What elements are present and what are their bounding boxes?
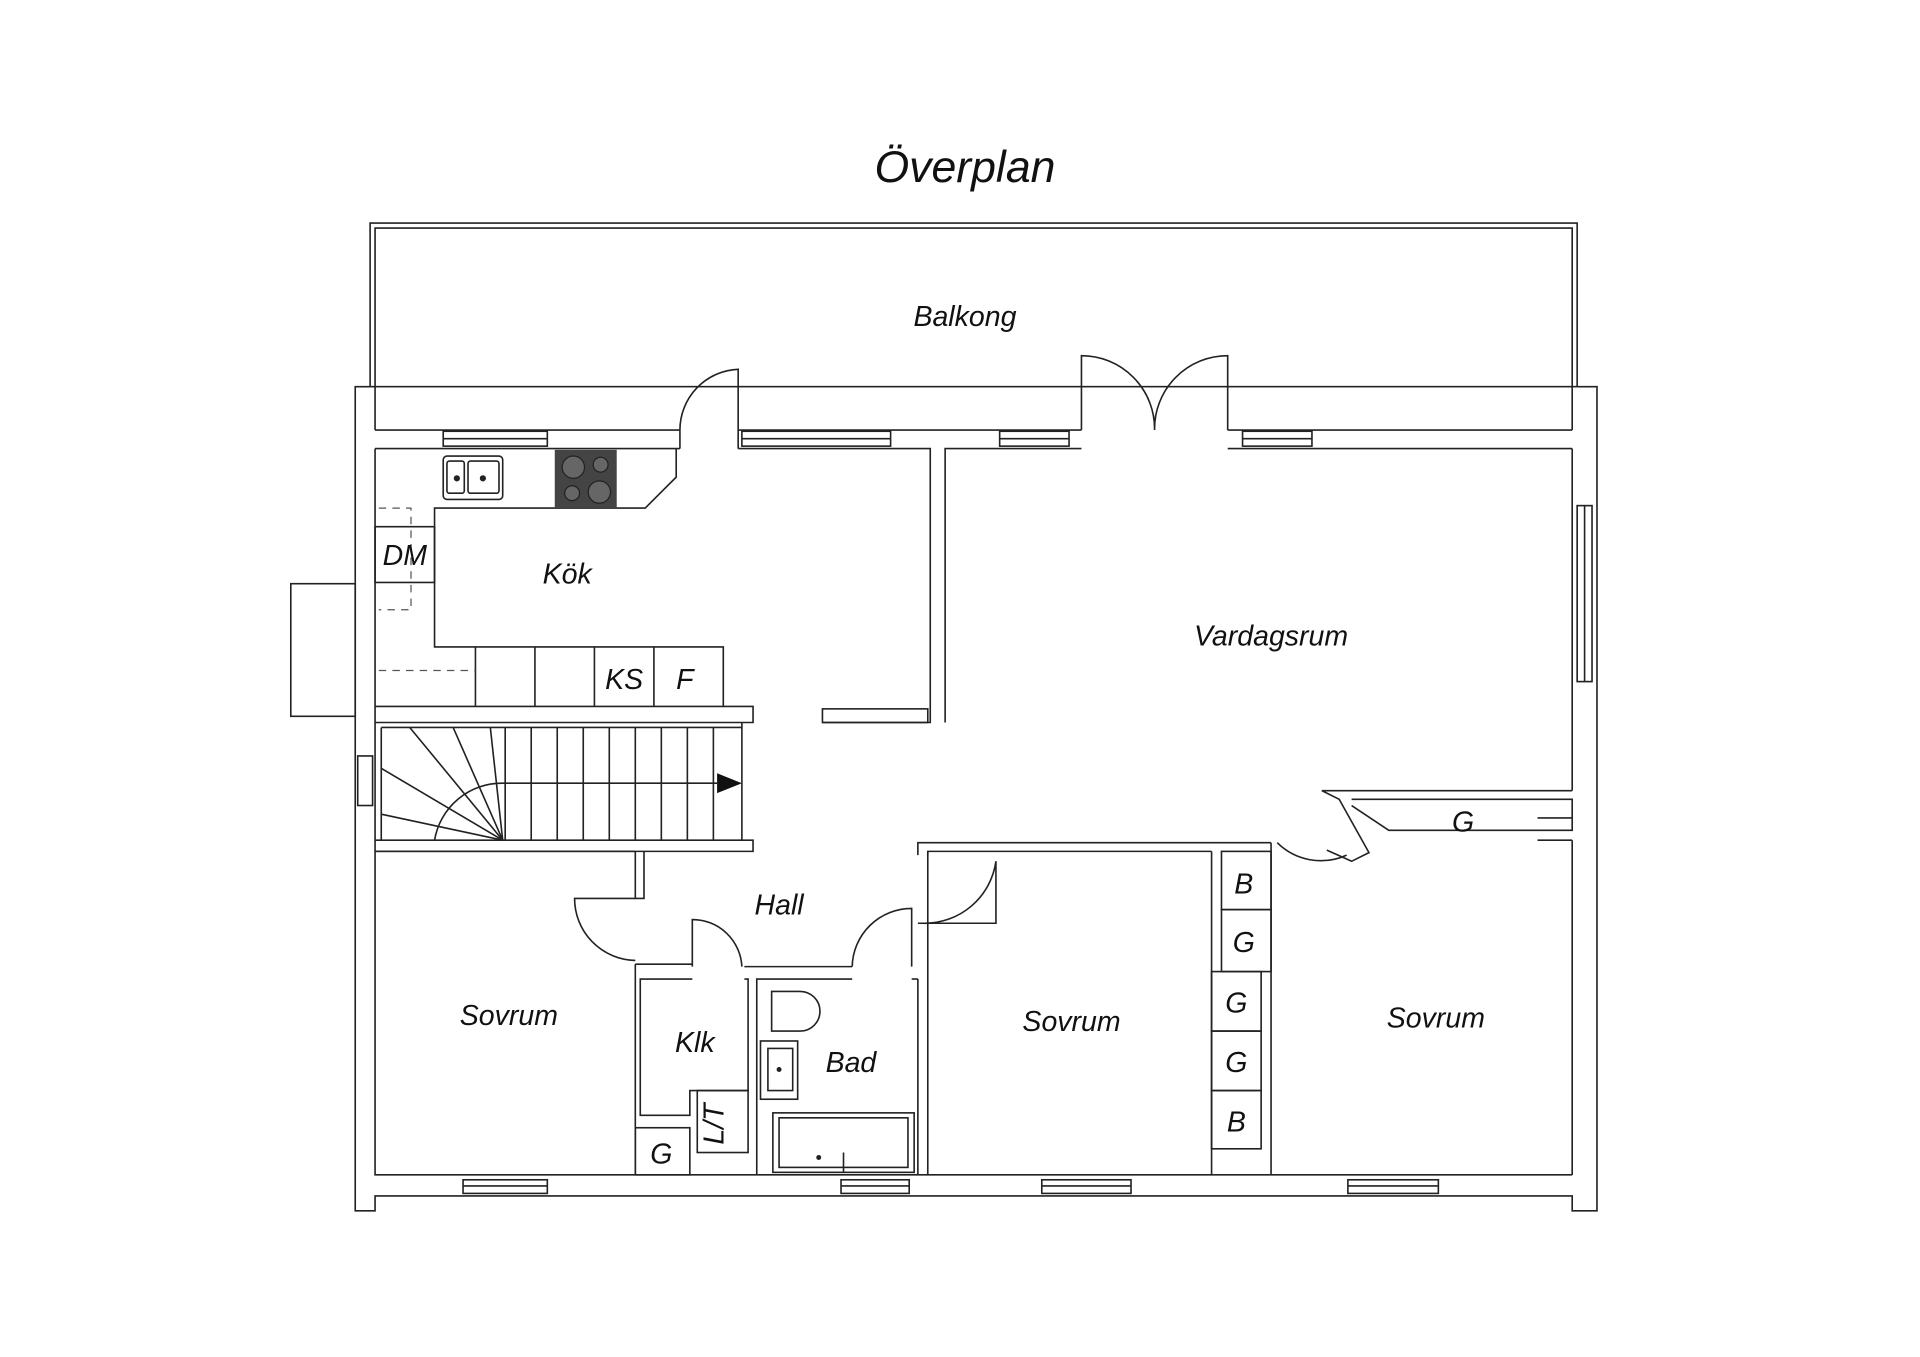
- bedroom-middle: Sovrum: [926, 851, 1213, 1175]
- toilet-icon: [770, 990, 821, 1032]
- closets: B G G G B: [1210, 850, 1272, 1150]
- dishwasher-label: DM: [383, 540, 428, 572]
- bedroom-left-label: Sovrum: [460, 1000, 558, 1032]
- wardrobe-living-label: G: [1452, 807, 1474, 839]
- living-room: Vardagsrum G: [1194, 621, 1574, 863]
- balcony: [354, 222, 1598, 1212]
- balcony-label: Balkong: [913, 301, 1016, 333]
- stair-arrow-icon: [717, 773, 742, 794]
- kitchen-label: Kök: [543, 559, 594, 591]
- closet-4-label: G: [1225, 1047, 1247, 1079]
- staircase: [375, 722, 754, 853]
- closet-5-label: B: [1227, 1106, 1246, 1138]
- bedroom-left: Sovrum G: [375, 850, 691, 1176]
- bedroom-middle-label: Sovrum: [1022, 1006, 1120, 1038]
- hall-label: Hall: [755, 890, 805, 922]
- plan-title: Överplan: [874, 143, 1055, 192]
- bathroom: Bad: [755, 978, 919, 1175]
- stove-icon: [554, 449, 617, 509]
- freezer-label: F: [676, 664, 695, 696]
- fridge-label: KS: [605, 664, 643, 696]
- bathtub-icon: [772, 1112, 915, 1174]
- windows: [356, 430, 1593, 1195]
- bathroom-label: Bad: [826, 1047, 878, 1079]
- bedroom-right: Sovrum: [1270, 839, 1573, 1175]
- balcony-doors[interactable]: [679, 354, 1229, 449]
- washbasin-icon: [759, 1040, 799, 1101]
- exterior-walls: [289, 429, 1574, 1176]
- hall: Hall: [573, 841, 1272, 968]
- linen-closet-label: L/T: [698, 1101, 730, 1145]
- closet-2-label: G: [1233, 927, 1255, 959]
- closet-1-label: B: [1234, 869, 1253, 901]
- wardrobe-hall-label: G: [650, 1139, 672, 1171]
- closet-3-label: G: [1225, 987, 1247, 1019]
- living-room-label: Vardagsrum: [1194, 621, 1348, 653]
- bedroom-right-label: Sovrum: [1387, 1002, 1485, 1034]
- walk-in-closet: Klk L/T: [639, 978, 749, 1154]
- kitchen: Kök DM KS F: [374, 447, 1573, 724]
- walk-in-closet-label: Klk: [675, 1027, 716, 1059]
- sink-icon: [442, 455, 504, 501]
